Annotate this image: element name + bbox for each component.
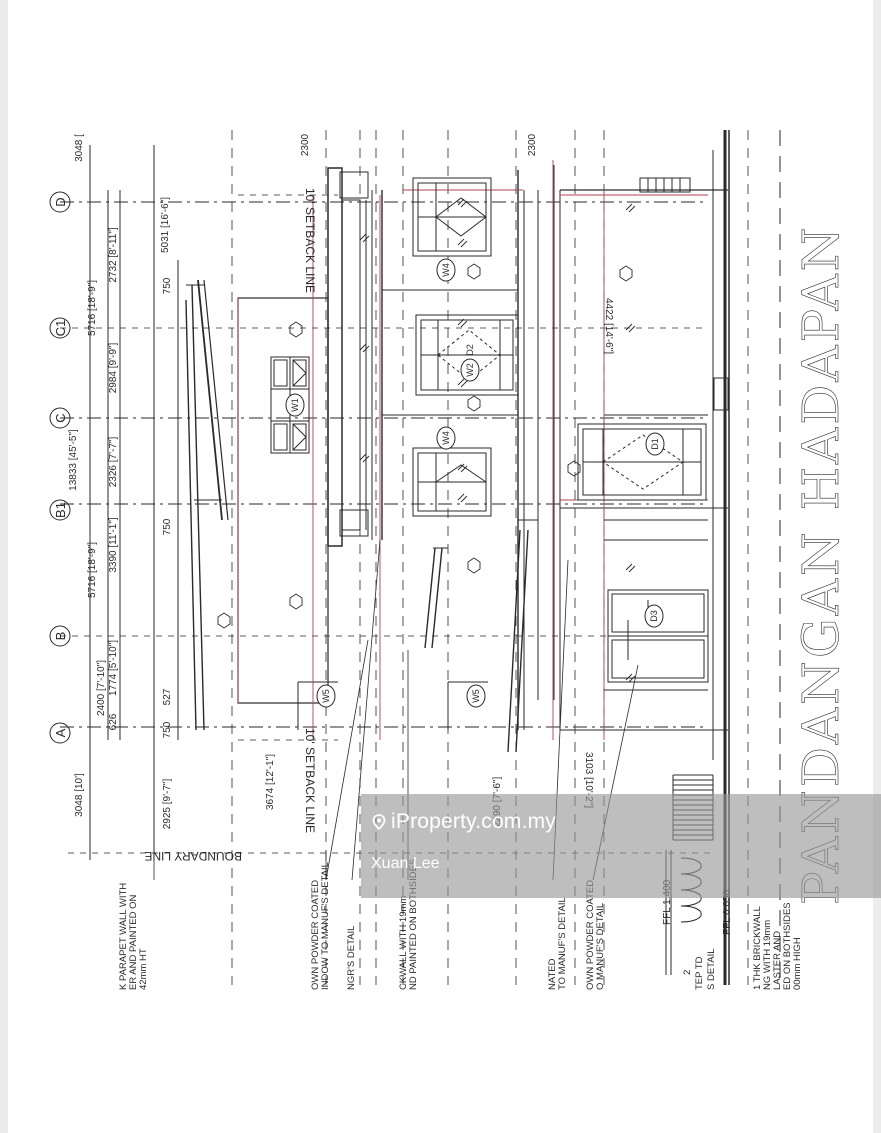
setback-line-label-bottom: 10' SETBACK LINE (303, 728, 317, 833)
grid-bubbles (49, 191, 71, 744)
dim-750-c: 750 (162, 277, 173, 294)
tag-w1: W1 (290, 398, 300, 412)
window-w4-right (412, 177, 492, 257)
grid-labels: A B B1 C C1 D (53, 197, 68, 737)
location-pin-icon (372, 814, 386, 830)
element-tag-circles (285, 258, 665, 708)
glazing-hatch (359, 198, 663, 683)
dim-4422: 4422 [14'-6"] (603, 298, 614, 354)
line-labels: 10' SETBACK LINE 10' SETBACK LINE BOUNDA… (144, 188, 317, 863)
dim-2400: 2400 [7'-10"] (96, 660, 107, 716)
material-tag-markers (217, 263, 633, 629)
note-fence-3: LASTER AND (772, 931, 783, 990)
tag-d2: D2 (465, 344, 475, 356)
watermark-brand: iProperty.com.my (371, 810, 556, 834)
tag-w4-top: W4 (441, 263, 451, 277)
dim-2984: 2984 [9'-9"] (108, 343, 119, 394)
element-tag-text: W1 W2 W4 W4 W5 W5 D1 D2 D3 (290, 263, 660, 703)
tag-w5-left: W5 (321, 689, 331, 703)
level-labels: FFL 1.400 FFL 0.050 (662, 879, 733, 935)
tag-w4-bottom: W4 (441, 431, 451, 445)
door-d3 (604, 519, 709, 691)
dim-1774: 1774 [5'-10"] (108, 640, 119, 696)
note-laminated-2: TO MANUF'S DETAIL (557, 897, 568, 990)
note-fence-1: 1 THK BRICKWALL (752, 906, 763, 990)
dim-750-a: 750 (162, 721, 173, 738)
grid-label-d: D (53, 197, 68, 206)
dim-2732: 2732 [8'-11"] (108, 227, 119, 283)
note-parapet-3: 42mm HT (138, 948, 149, 990)
note-step-2: TEP TD (694, 956, 705, 990)
dim-3048-right: 3048 [ (74, 134, 85, 162)
note-engineer: NGR'S DETAIL (346, 926, 357, 990)
dim-2300-right: 2300 (527, 133, 538, 156)
red-drafting-lines (237, 160, 708, 740)
dim-3390: 3390 [11'-1"] (108, 517, 119, 573)
door-d2 (415, 314, 519, 396)
note-step-3: S DETAIL (706, 948, 717, 990)
dim-5716-left: 5716 [18'-9"] (87, 542, 98, 598)
note-step-1: 2 (682, 970, 693, 975)
dim-3048-left: 3048 [10'] (74, 773, 85, 817)
watermark-brand-text: iProperty.com.my (391, 810, 557, 833)
dim-2300-top: 2300 (300, 133, 311, 156)
watermark-banner: iProperty.com.my Xuan Lee (361, 794, 881, 898)
dim-2326: 2326 [7'-7"] (108, 437, 119, 488)
grid-label-c1: C1 (53, 320, 68, 337)
grid-label-c: C (53, 413, 68, 422)
note-fence-5: 00mm HIGH (792, 937, 803, 990)
note-laminated-1: NATED (547, 958, 558, 990)
note-window-2: INDOW TO MANUF'S DETAIL (320, 862, 331, 990)
tag-d1: D1 (650, 438, 660, 450)
tag-w5-right: W5 (471, 689, 481, 703)
dim-5031: 5031 [16'-6"] (160, 197, 171, 253)
note-parapet-1: K PARAPET WALL WITH (118, 883, 129, 990)
dim-3103: 3103 [10'-2"] (583, 752, 594, 808)
grid-label-a: A (53, 728, 68, 737)
watermark-agent: Xuan Lee (371, 855, 440, 872)
dim-750-b: 750 (162, 518, 173, 535)
level-ffl-0050: FFL 0.050 (722, 889, 733, 935)
level-ffl-1400: FFL 1.400 (662, 879, 673, 925)
dim-2925: 2925 [9'-7"] (162, 779, 173, 830)
dim-13833: 13833 [45'-5"] (68, 429, 79, 491)
front-elevation-drawing: A B B1 C C1 D 3048 [10'] 2400 [7'-10"] 6… (49, 130, 850, 990)
drawing-title: PANDANGAN HADAPAN (792, 225, 850, 905)
boundary-line-label: BOUNDARY LINE (144, 849, 242, 863)
door-d1 (577, 423, 707, 501)
note-brickwall-1: CKWALL WITH 19mm (398, 896, 409, 990)
dim-626: 626 (108, 713, 119, 730)
annotation-notes: K PARAPET WALL WITH ER AND PAINTED ON 42… (118, 859, 803, 990)
grid-label-b1: B1 (53, 502, 68, 518)
scanned-drawing-page: A B B1 C C1 D 3048 [10'] 2400 [7'-10"] 6… (8, 0, 881, 1133)
dim-3674: 3674 [12'-1"] (265, 754, 276, 810)
note-window-1: OWN POWDER COATED (310, 880, 321, 990)
note-door-1: OWN POWDER COATED (585, 880, 596, 990)
tag-d3: D3 (649, 610, 659, 622)
dimension-text: 3048 [10'] 2400 [7'-10"] 626 1774 [5'-10… (68, 133, 614, 829)
note-brickwall-2: ND PAINTED ON BOTHSIDES (408, 859, 419, 990)
dim-5716-right: 5716 [18'-9"] (87, 280, 98, 336)
window-w4-left (412, 447, 492, 517)
setback-line-label-top: 10' SETBACK LINE (303, 188, 317, 293)
note-door-2: O MANUF'S DETAIL (595, 903, 606, 990)
note-fence-2: NG WITH 19mm (762, 920, 773, 990)
grid-label-b: B (53, 632, 68, 641)
note-fence-4: ED ON BOTHSIDES (782, 902, 793, 990)
dim-527: 527 (162, 688, 173, 705)
drawing-linework (60, 130, 781, 985)
tag-w2: W2 (465, 363, 475, 377)
note-parapet-2: ER AND PAINTED ON (128, 894, 139, 990)
